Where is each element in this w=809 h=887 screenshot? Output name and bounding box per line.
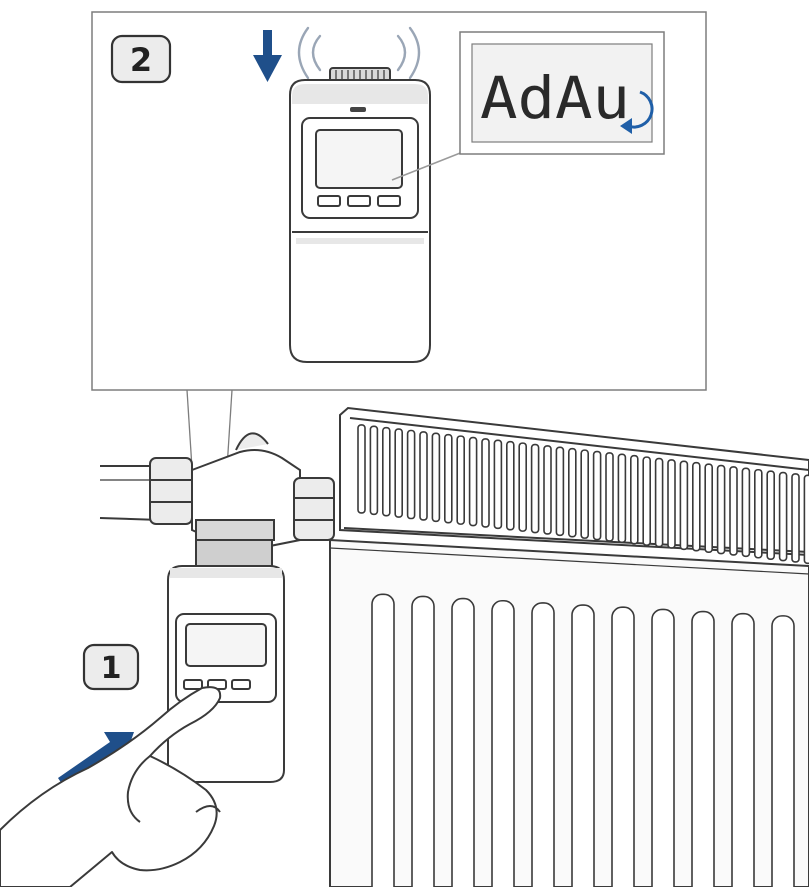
radiator-fin (381, 426, 391, 517)
radiator-fin (518, 442, 528, 532)
radiator-fin (456, 435, 466, 525)
step-2-number: 2 (130, 41, 152, 79)
radiator-fin (753, 468, 763, 559)
hand (0, 686, 222, 887)
radiator-fin (667, 459, 676, 549)
radiator-fin (419, 431, 428, 521)
radiator-rib (571, 604, 595, 887)
radiator-fin (642, 456, 652, 546)
radiator-rib (611, 606, 635, 887)
radiator-fin (654, 457, 664, 548)
radiator-rib (771, 615, 795, 887)
radiator-fin (468, 436, 478, 527)
radiator-fin (729, 466, 738, 556)
radiator-fin (443, 433, 453, 524)
radiator-fin (791, 473, 800, 563)
radiator-fin (803, 474, 809, 565)
rotate-icon (620, 90, 654, 134)
radiator-fin (555, 446, 565, 537)
radiator-fin (543, 445, 552, 535)
step-1-badge: 1 (82, 643, 140, 691)
radiator-fin (431, 432, 441, 523)
radiator-rib (371, 593, 395, 887)
radiator-fin (691, 461, 701, 552)
radiator-fin (778, 471, 788, 562)
radiator-fin (580, 449, 590, 539)
radiator-rib (491, 599, 515, 887)
radiator-fin (716, 464, 726, 555)
arrow-down-icon (253, 30, 282, 82)
radiator-fin (567, 447, 577, 538)
radiator-fin (704, 463, 714, 553)
radiator-fin (679, 460, 689, 551)
radiator-fin (629, 454, 639, 545)
thermostat-device-small (167, 539, 285, 783)
signal-waves-icon (297, 26, 421, 80)
radiator-fin (481, 438, 490, 528)
radiator-fin (530, 443, 540, 534)
radiator-fin (617, 453, 627, 544)
radiator-fin (394, 428, 404, 518)
radiator-fin (493, 439, 503, 530)
radiator-rib (411, 595, 435, 887)
radiator-fin (605, 452, 614, 542)
radiator-fin (357, 424, 366, 514)
radiator-fin (505, 440, 515, 531)
radiator-rib (651, 608, 675, 887)
radiator-rib (691, 610, 715, 887)
step-1-number: 1 (101, 651, 122, 686)
thermostat-device-large (289, 67, 431, 363)
radiator-rib (731, 612, 755, 887)
radiator-rib (531, 602, 555, 887)
radiator-rib (451, 597, 475, 887)
radiator-fin (766, 470, 776, 560)
lcd-display-zoom: AdAu (459, 31, 665, 155)
radiator (329, 406, 809, 887)
pipe-and-valve (99, 432, 335, 554)
radiator-fin (592, 450, 602, 541)
step-2-badge: 2 (110, 34, 172, 84)
lcd-text: AdAu (480, 64, 630, 132)
radiator-fin (406, 429, 416, 520)
radiator-fin (369, 425, 379, 516)
radiator-fin (741, 467, 751, 558)
